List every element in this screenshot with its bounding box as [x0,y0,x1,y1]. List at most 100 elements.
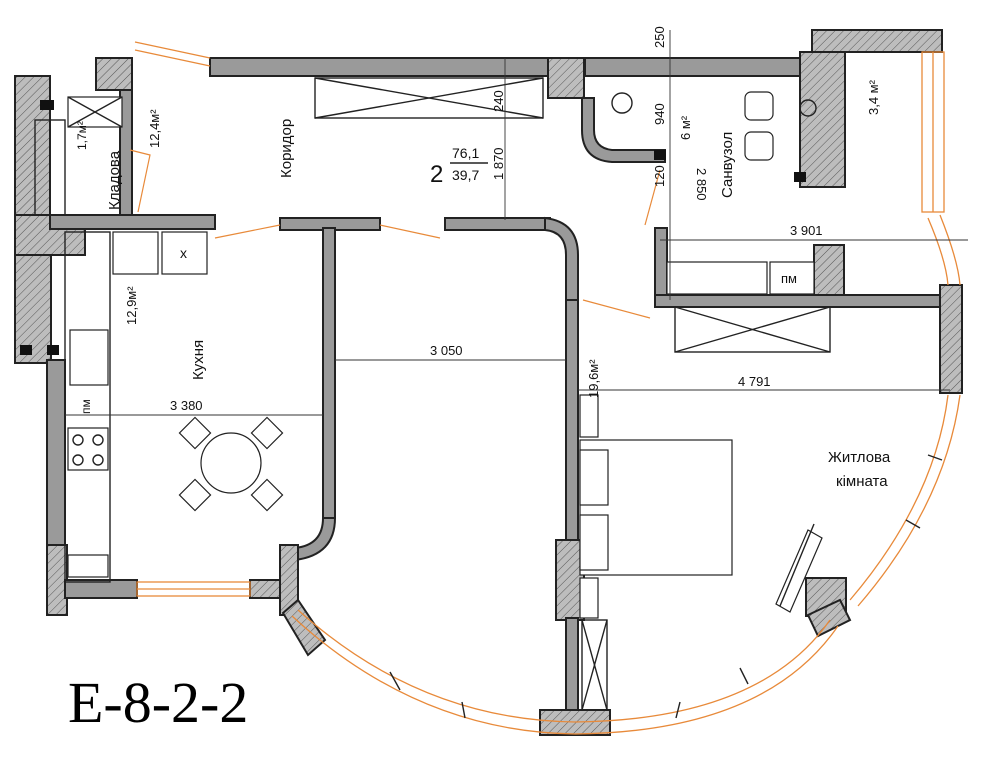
dim-1870: 1 870 [491,147,506,180]
dim-240: 240 [491,90,506,112]
wall-corridor-bottom-2 [444,217,551,231]
dim-250: 250 [652,26,667,48]
kitchen-cabinet [112,231,159,275]
mullion-2 [461,701,466,719]
living-name-2: кімната [836,473,888,490]
corridor-room: Коридор 12,4м² 2 76,1 39,7 [147,77,544,188]
dim-3050: 3 050 [430,343,463,358]
storage-name: Кладова [106,150,123,210]
mullion-3 [675,701,681,719]
living-room: Житлова кімната 19,6м² [579,359,891,711]
pillow-2 [579,514,609,571]
wall-top-bath [584,57,811,77]
kitchen-fridge [67,554,109,578]
curve-window-inner [297,609,831,723]
balcony-room: 3,4 м² [799,79,881,117]
doors [129,149,661,319]
bath-riser [654,150,666,160]
wall-left-storage [14,75,51,217]
mullion-1 [389,671,401,691]
dining-chair-1 [178,416,212,450]
apartment-living-area: 39,7 [452,167,479,183]
windows [134,41,945,597]
dimensions: 250 240 940 1 870 120 2 850 3 901 3 050 … [65,26,968,416]
bathroom-name: Санвузол [719,132,736,198]
nightstand-1 [579,394,599,438]
wall-top-corridor [209,57,551,77]
column-top-left [95,57,133,91]
mullion-5 [927,454,943,461]
mullion-6 [905,519,921,529]
column-living-left [555,539,585,621]
mullion-4 [739,667,749,685]
wall-storage-bottom [49,214,216,230]
bath-washer-niche [769,261,815,295]
apartment-total-area: 76,1 [452,145,479,161]
curved-window-wall [291,214,961,735]
bath-riser-2 [794,172,806,182]
pillow-1 [579,449,609,506]
apartment-rooms: 2 [430,161,443,188]
kitchen-room: x пм Кухня 12,9м² [20,231,284,583]
storage-riser [40,100,54,110]
living-cabinet [581,619,608,711]
dining-chair-2 [250,416,284,450]
curve-window-right-inner [849,394,949,601]
corridor-wardrobe [314,77,544,119]
wall-living-curve [544,216,579,301]
wall-bath-bottom [654,294,946,308]
wall-partition-curve [294,517,337,562]
kitchen-x-mark: x [180,245,187,261]
door-living-2 [582,299,651,319]
plan-code: E-8-2-2 [68,670,248,735]
curve-window-top [939,214,961,286]
kitchen-appliance [161,231,208,275]
wall-living-left [565,299,579,546]
curve-window-outer [291,615,839,735]
kitchen-area: 12,9м² [124,286,139,325]
corridor-area: 12,4м² [147,109,162,148]
corridor-name: Коридор [278,119,295,178]
kitchen-riser-2 [47,345,59,355]
bathtub [666,261,768,295]
storage-room: Кладова 1,7м² [34,96,123,216]
column-bath [813,244,845,296]
wall-bath-left [654,227,668,304]
dim-940: 940 [652,103,667,125]
balcony-riser [799,99,817,117]
kitchen-niche-label: пм [79,399,93,414]
storage-shelf [34,119,66,216]
door-kitchen [214,224,281,239]
column-kitchen-bottom [249,579,285,599]
living-area: 19,6м² [586,359,601,398]
column-top [547,57,585,99]
column-curve-bottom [539,709,611,736]
tv-stand [775,529,823,613]
wall-balcony-left [799,51,846,188]
kitchen-riser [20,345,32,355]
bathroom-area: 6 м² [678,115,693,140]
dim-3380: 3 380 [170,398,203,413]
column-curve-right-2 [806,598,852,638]
wall-right-column [939,284,963,394]
storage-area: 1,7м² [75,121,89,150]
toilet [744,91,774,121]
dim-120: 120 [652,165,667,187]
door-bathroom [644,169,661,226]
bathroom-room: пм Санвузол 6 м² [611,91,831,353]
curve-window-top-inner [927,217,949,286]
wall-balcony-top [811,29,943,53]
dining-chair-3 [178,478,212,512]
kitchen-name: Кухня [190,340,207,380]
bath-sink [611,92,633,114]
dining-table [200,432,262,494]
bidet [744,131,774,161]
corridor-window [134,41,211,67]
dim-2850: 2 850 [694,168,709,201]
wall-kitchen-partition [322,227,336,519]
dining-chair-4 [250,478,284,512]
living-wardrobe [674,306,831,353]
kitchen-counter [64,231,111,583]
bath-niche-label: пм [781,271,797,286]
